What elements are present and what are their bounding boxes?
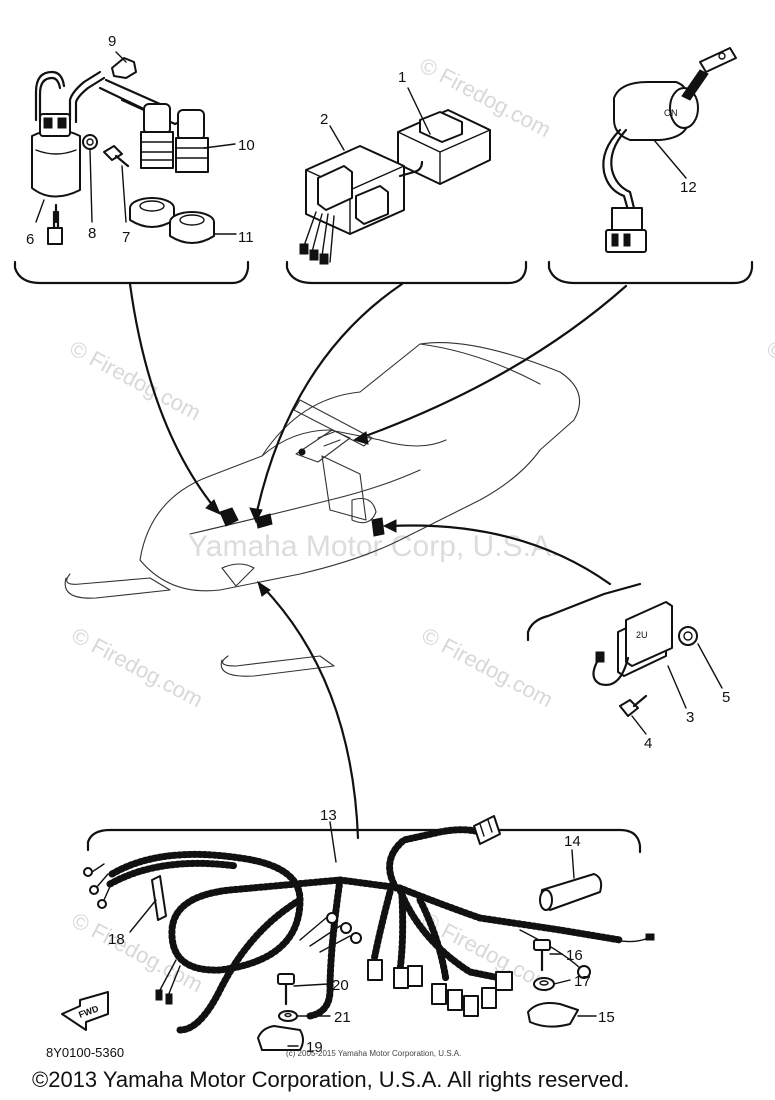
watermark-left-lower: © Firedog.com [68,622,207,712]
callout-7: 7 [122,229,130,246]
callout-6: 6 [26,231,34,248]
callout-17: 17 [574,973,591,990]
location-arrows [128,282,628,840]
callout-12: 12 [680,179,697,196]
watermark-left-bottom: © Firedog.com [68,907,207,997]
snowmobile-outline [64,342,581,677]
band-18 [151,875,167,921]
switch-on-label: ON [664,108,678,118]
diagram-part-code: 8Y0100-5360 [46,1045,125,1060]
clamp-9 [111,57,137,79]
ignition-coil [31,70,106,245]
callout-5: 5 [722,689,730,706]
voltage-regulator: 2U [592,601,673,687]
clamp-19 [257,1025,304,1051]
panel-main-switch: ON [547,47,754,285]
cdi-unit-2 [299,145,424,265]
panel-voltage-regulator: 2U [526,582,723,735]
callout-2: 2 [320,111,328,128]
bolt-7 [103,145,130,168]
footer-copyright: ©2013 Yamaha Motor Corporation, U.S.A. A… [32,1067,630,1092]
regulator-label: 2U [636,630,648,640]
callout-19: 19 [306,1039,323,1056]
wire-harness [83,815,655,1034]
cdi-location-marker [255,513,273,529]
panel-cdi-units [285,87,528,285]
callout-1: 1 [398,69,406,86]
callout-16: 16 [566,947,583,964]
panel-ignition-coil [13,51,250,285]
grommets-11 [129,197,215,244]
callout-numbers: 1 2 3 4 5 6 7 8 9 10 11 12 13 14 15 16 1… [26,33,730,1056]
callout-20: 20 [332,977,349,994]
callout-18: 18 [108,931,125,948]
harness-connectors [83,815,655,1017]
callout-3: 3 [686,709,694,726]
callout-13: 13 [320,807,337,824]
callout-15: 15 [598,1009,615,1026]
callout-10: 10 [238,137,255,154]
panel-wire-harness: FWD [61,815,655,1051]
callout-9: 9 [108,33,116,50]
watermark-right-mid-edge: © Firedog.com [763,335,775,425]
regulator-nut-5 [678,626,698,646]
callout-14: 14 [564,833,581,850]
callout-11: 11 [238,229,254,246]
bolt-20 [277,973,295,1006]
regulator-location-marker [371,517,385,537]
bolt-16 [533,939,551,972]
small-copyright-notice: (c) 2005-2015 Yamaha Motor Corporation, … [286,1049,462,1058]
clamp-15 [527,1002,579,1028]
nut-17 [533,977,555,991]
callout-21: 21 [334,1009,351,1026]
coil-location-marker [219,507,239,527]
nut-8 [82,134,98,150]
plug-cap-assembly [98,78,209,173]
washer-21 [278,1010,298,1022]
callout-4: 4 [644,735,652,752]
regulator-bolt-4 [619,694,648,717]
watermark-right-lower: © Firedog.com [418,622,557,712]
watermark-left-mid: © Firedog.com [66,335,205,425]
main-switch: ON [602,47,737,253]
callout-8: 8 [88,225,96,242]
fwd-arrow-icon: FWD [61,991,109,1031]
sleeve-14 [539,873,603,911]
